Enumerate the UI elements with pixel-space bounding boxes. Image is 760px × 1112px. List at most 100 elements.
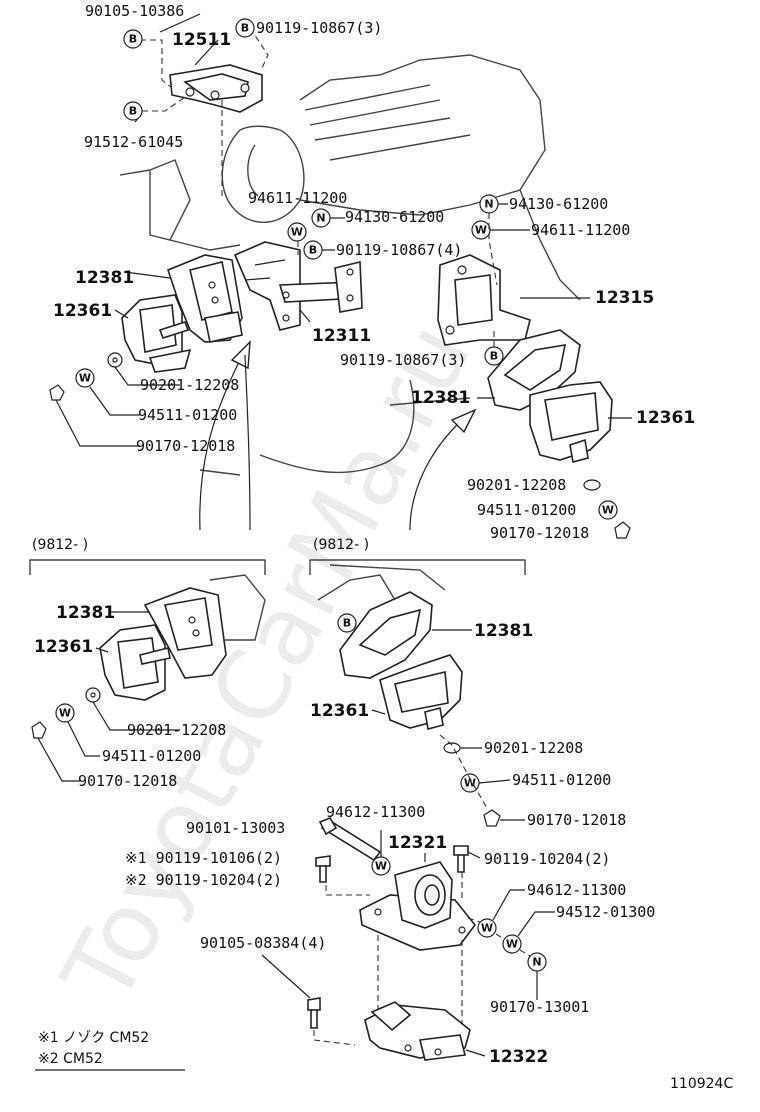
- washer-plain-a[interactable]: [107, 352, 123, 368]
- label-12315[interactable]: 12315: [595, 288, 654, 308]
- label-12381-d[interactable]: 12381: [474, 621, 533, 641]
- bolt-symbol-1[interactable]: B: [123, 29, 143, 49]
- nut-symbol-top-2[interactable]: N: [479, 194, 499, 214]
- label-90170-12018c[interactable]: 90170-12018: [78, 772, 177, 790]
- washer-w-a[interactable]: W: [75, 368, 95, 388]
- mount-12361-b[interactable]: [529, 381, 613, 463]
- nut-a[interactable]: [49, 384, 65, 401]
- mount-12361-a[interactable]: [121, 294, 192, 373]
- section-bracket-right: [309, 559, 526, 575]
- label-94611-11200a[interactable]: 94611-11200: [248, 189, 347, 207]
- label-90119-10106[interactable]: ※1 90119-10106(2): [125, 849, 282, 867]
- bolt-symbol-6[interactable]: B: [337, 613, 357, 633]
- legend-note-1: ※1 ノゾク CM52: [38, 1030, 149, 1046]
- label-94611-11200b[interactable]: 94611-11200: [531, 221, 630, 239]
- label-90119-10867-4[interactable]: 90119-10867(4): [336, 241, 462, 259]
- washer-plain-b[interactable]: [583, 479, 601, 491]
- label-12381-a[interactable]: 12381: [75, 268, 134, 288]
- mount-12361-d[interactable]: [379, 654, 463, 730]
- label-12361-b[interactable]: 12361: [636, 408, 695, 428]
- label-12361-a[interactable]: 12361: [53, 301, 112, 321]
- label-90170-12018d[interactable]: 90170-12018: [527, 811, 626, 829]
- label-90170-12018b[interactable]: 90170-12018: [490, 524, 589, 542]
- label-94511-01200b[interactable]: 94511-01200: [477, 501, 576, 519]
- bracket-12311[interactable]: [233, 241, 363, 331]
- label-12381-c[interactable]: 12381: [56, 603, 115, 623]
- label-94130-61200a[interactable]: 94130-61200: [345, 208, 444, 226]
- mount-12381-a[interactable]: [167, 254, 243, 343]
- bolt-90119-left[interactable]: [315, 855, 331, 883]
- label-94511-01200a[interactable]: 94511-01200: [138, 406, 237, 424]
- label-90119-10867-3a[interactable]: 90119-10867(3): [256, 19, 382, 37]
- bolt-symbol-5[interactable]: B: [484, 346, 504, 366]
- mount-12381-b[interactable]: [487, 329, 581, 411]
- svg-text:W: W: [506, 938, 518, 951]
- label-90119-10204b[interactable]: 90119-10204(2): [484, 850, 610, 868]
- label-12511[interactable]: 12511: [172, 30, 231, 50]
- washer-w-c[interactable]: W: [55, 703, 75, 723]
- label-90105-10386[interactable]: 90105-10386: [85, 2, 184, 20]
- bracket-12315[interactable]: [437, 254, 531, 346]
- nut-symbol-bottom[interactable]: N: [527, 952, 547, 972]
- washer-w-b[interactable]: W: [598, 500, 618, 520]
- label-90119-10204a[interactable]: ※2 90119-10204(2): [125, 871, 282, 889]
- bracket-12322[interactable]: [364, 1001, 471, 1061]
- label-90201-12208c[interactable]: 90201-12208: [127, 721, 226, 739]
- svg-text:B: B: [490, 350, 498, 363]
- washer-w-e[interactable]: W: [371, 856, 391, 876]
- label-12361-c[interactable]: 12361: [34, 637, 93, 657]
- washer-w-g[interactable]: W: [502, 934, 522, 954]
- label-90201-12208a[interactable]: 90201-12208: [140, 376, 239, 394]
- label-12321[interactable]: 12321: [388, 833, 447, 853]
- bracket-12511[interactable]: [169, 64, 263, 113]
- label-90101-13003[interactable]: 90101-13003: [186, 819, 285, 837]
- label-12381-b[interactable]: 12381: [411, 388, 470, 408]
- legend-note-2: ※2 CM52: [38, 1051, 103, 1067]
- svg-text:B: B: [241, 22, 249, 35]
- nut-c[interactable]: [31, 721, 47, 739]
- svg-text:B: B: [129, 105, 137, 118]
- diagram-id: 110924C: [670, 1076, 733, 1092]
- label-94511-01200c[interactable]: 94511-01200: [102, 747, 201, 765]
- labels: 90105-10386 12511 90119-10867(3) 91512-6…: [32, 2, 733, 1092]
- label-90170-12018a[interactable]: 90170-12018: [136, 437, 235, 455]
- washer-symbol-top-1[interactable]: W: [287, 222, 307, 242]
- washer-symbol-top-2[interactable]: W: [471, 220, 491, 240]
- nut-symbol-top-1[interactable]: N: [311, 208, 331, 228]
- bolt-symbol-3[interactable]: B: [123, 101, 143, 121]
- mount-12381-c[interactable]: [143, 587, 227, 679]
- label-12322[interactable]: 12322: [489, 1047, 548, 1067]
- bolt-90101[interactable]: [318, 817, 382, 862]
- nut-b[interactable]: [614, 521, 631, 539]
- label-94130-61200b[interactable]: 94130-61200: [509, 195, 608, 213]
- label-94511-01200d[interactable]: 94511-01200: [512, 771, 611, 789]
- svg-text:N: N: [532, 956, 541, 969]
- nut-d[interactable]: [483, 809, 501, 827]
- mount-12381-d[interactable]: [339, 591, 433, 679]
- label-90201-12208b[interactable]: 90201-12208: [467, 476, 566, 494]
- svg-text:W: W: [375, 860, 387, 873]
- bolt-symbol-4[interactable]: B: [303, 240, 323, 260]
- label-94512-01300[interactable]: 94512-01300: [556, 903, 655, 921]
- label-12361-d[interactable]: 12361: [310, 701, 369, 721]
- label-91512-61045[interactable]: 91512-61045: [84, 133, 183, 151]
- label-9812-right: (9812- ): [313, 537, 369, 553]
- bolt-symbol-2[interactable]: B: [235, 18, 255, 38]
- label-90119-10867-3b[interactable]: 90119-10867(3): [340, 351, 466, 369]
- label-90201-12208d[interactable]: 90201-12208: [484, 739, 583, 757]
- label-90170-13001[interactable]: 90170-13001: [490, 998, 589, 1016]
- mount-12321[interactable]: [359, 861, 477, 951]
- mount-12361-c[interactable]: [99, 624, 171, 701]
- washer-w-d[interactable]: W: [460, 773, 480, 793]
- bolt-90119-right[interactable]: [453, 845, 469, 873]
- washer-w-f[interactable]: W: [477, 918, 497, 938]
- label-90105-08384[interactable]: 90105-08384(4): [200, 934, 326, 952]
- svg-text:N: N: [316, 212, 325, 225]
- bolt-90105[interactable]: [307, 997, 321, 1029]
- label-94612-11300a[interactable]: 94612-11300: [326, 803, 425, 821]
- label-94612-11300b[interactable]: 94612-11300: [527, 881, 626, 899]
- label-12311[interactable]: 12311: [312, 326, 371, 346]
- washer-plain-c[interactable]: [85, 687, 101, 703]
